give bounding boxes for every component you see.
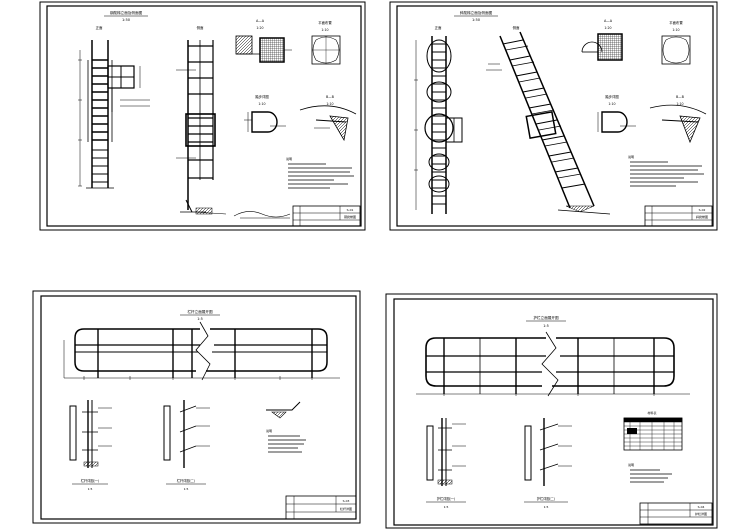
sheet-1-plan-view xyxy=(311,35,341,65)
sheet-2-drawing-no: S-02 xyxy=(699,208,706,212)
sheet-3-title: 栏杆立面展开图 xyxy=(187,309,213,314)
sheet-3: 栏杆立面展开图 1:5 xyxy=(32,290,361,524)
sheet-2-notes: 说明 xyxy=(628,154,704,187)
sheet-2-section-aa xyxy=(581,33,623,61)
sheet-4-drawing-no: S-04 xyxy=(698,505,705,509)
sheet-2-scale: 1:50 xyxy=(472,18,481,22)
sheet-3-detail-2-label: 栏杆详图(二) xyxy=(177,478,195,483)
sheet-3-scale: 1:5 xyxy=(197,317,202,321)
sheet-1-section-bb xyxy=(299,105,357,142)
sheet-4-material-table xyxy=(623,417,683,451)
sheet-1-view-bb: B—B xyxy=(326,95,335,99)
sheet-1-notes-heading: 说明 xyxy=(286,156,292,161)
sheet-4-detail-1 xyxy=(426,418,466,486)
sheet-4-notes: 说明 xyxy=(628,462,672,483)
sheet-3-detail-1-label: 栏杆详图(一) xyxy=(81,478,99,483)
sheet-1-view-bb-scale: 1:10 xyxy=(326,102,333,106)
sheet-2-border xyxy=(396,5,714,227)
sheet-1-drawing-no: S-01 xyxy=(347,208,354,212)
sheet-1-view-front: 正面 xyxy=(96,25,103,30)
sheet-1-border xyxy=(46,5,362,227)
sheet-3-drawing-name: 栏杆详图 xyxy=(340,506,352,511)
sheet-3-railing-elevation xyxy=(63,321,340,381)
sheet-1-view-step-scale: 1:10 xyxy=(258,102,265,106)
sheet-4-detail-2-scale: 1:5 xyxy=(544,505,549,509)
sheet-2-view-step: 踏步详图 xyxy=(605,94,619,99)
sheet-3-detail-1-scale: 1:5 xyxy=(88,487,93,491)
sheet-2-view-plan-scale: 1:10 xyxy=(672,28,679,32)
sheet-2-view-side: 侧面 xyxy=(513,25,520,30)
sheet-1-view-plan: 平面布置 xyxy=(318,20,332,25)
sheet-3-notes: 说明 xyxy=(266,428,306,453)
sheet-2-view-plan: 平面布置 xyxy=(669,20,683,25)
sheet-2-view-aa: A—A xyxy=(604,19,613,23)
sheet-4: 护栏立面展开图 1:5 xyxy=(385,293,718,529)
sheet-4-table-heading: 材料表 xyxy=(647,410,656,415)
sheet-2-titleblock xyxy=(644,205,713,227)
sheet-2-plan-view xyxy=(661,35,691,65)
sheet-2-section-bb xyxy=(649,104,707,144)
sheet-1-title: 钢爬梯立面及侧面图 xyxy=(110,10,143,15)
sheet-2-drawing-name: 斜爬梯图 xyxy=(696,214,708,219)
sheet-2: 斜爬梯立面及侧面图 1:50 正面 侧面 A—A 1:20 平面布置 1:10 … xyxy=(389,1,718,231)
sheet-1: 钢爬梯立面及侧面图 1:50 正面 侧面 A—A 1:20 平面布置 1:10 … xyxy=(39,1,366,231)
sheet-1-titleblock xyxy=(292,205,361,227)
sheet-2-inclined-ladder xyxy=(486,31,611,215)
sheet-2-view-bb: B—B xyxy=(676,95,685,99)
sheet-1-view-step: 踏步详图 xyxy=(255,94,269,99)
sheet-1-view-aa-scale: 1:20 xyxy=(256,26,263,30)
sheet-4-detail-1-scale: 1:5 xyxy=(444,505,449,509)
sheet-4-titleblock xyxy=(639,502,713,525)
sheet-3-border xyxy=(40,295,357,520)
sheet-2-view-front: 正面 xyxy=(435,25,442,30)
sheet-4-detail-2 xyxy=(524,418,572,486)
sheet-4-title: 护栏立面展开图 xyxy=(533,315,559,320)
sheet-4-border xyxy=(393,298,714,526)
sheet-3-notes-heading: 说明 xyxy=(266,428,272,433)
sheet-1-side-elevation xyxy=(176,40,227,215)
sheet-4-notes-heading: 说明 xyxy=(628,462,634,467)
sheet-1-scale: 1:50 xyxy=(122,18,131,22)
sheet-1-drawing-name: 钢爬梯图 xyxy=(344,214,356,219)
sheet-2-step-detail xyxy=(597,111,636,133)
sheet-1-section-aa xyxy=(235,35,292,63)
sheet-2-view-bb-scale: 1:10 xyxy=(676,102,683,106)
sheet-1-notes: 说明 xyxy=(286,156,354,189)
sheet-4-detail-1-label: 护栏详图(一) xyxy=(437,496,455,501)
sheet-3-small-section xyxy=(266,401,301,419)
sheet-2-front-elevation xyxy=(414,36,463,214)
sheet-3-detail-2-scale: 1:5 xyxy=(184,487,189,491)
sheet-1-front-elevation xyxy=(78,40,150,189)
sheet-3-detail-2 xyxy=(163,400,210,468)
sheet-3-titleblock xyxy=(285,495,357,520)
sheet-4-detail-2-label: 护栏详图(二) xyxy=(537,496,555,501)
sheet-4-drawing-name: 护栏详图 xyxy=(695,511,707,516)
sheet-4-scale: 1:5 xyxy=(543,324,548,328)
sheet-1-view-side: 侧面 xyxy=(197,25,204,30)
sheet-1-step-detail xyxy=(244,111,286,133)
sheet-2-view-aa-scale: 1:20 xyxy=(604,26,611,30)
sheet-2-title: 斜爬梯立面及侧面图 xyxy=(460,10,493,15)
sheet-1-view-aa: A—A xyxy=(256,19,265,23)
sheet-3-drawing-no: S-03 xyxy=(343,499,350,503)
sheet-2-view-step-scale: 1:10 xyxy=(608,102,615,106)
sheet-3-detail-1 xyxy=(69,400,112,468)
sheet-2-notes-heading: 说明 xyxy=(628,154,634,159)
sheet-1-view-plan-scale: 1:10 xyxy=(321,28,328,32)
sheet-4-railing-elevation xyxy=(416,331,690,397)
